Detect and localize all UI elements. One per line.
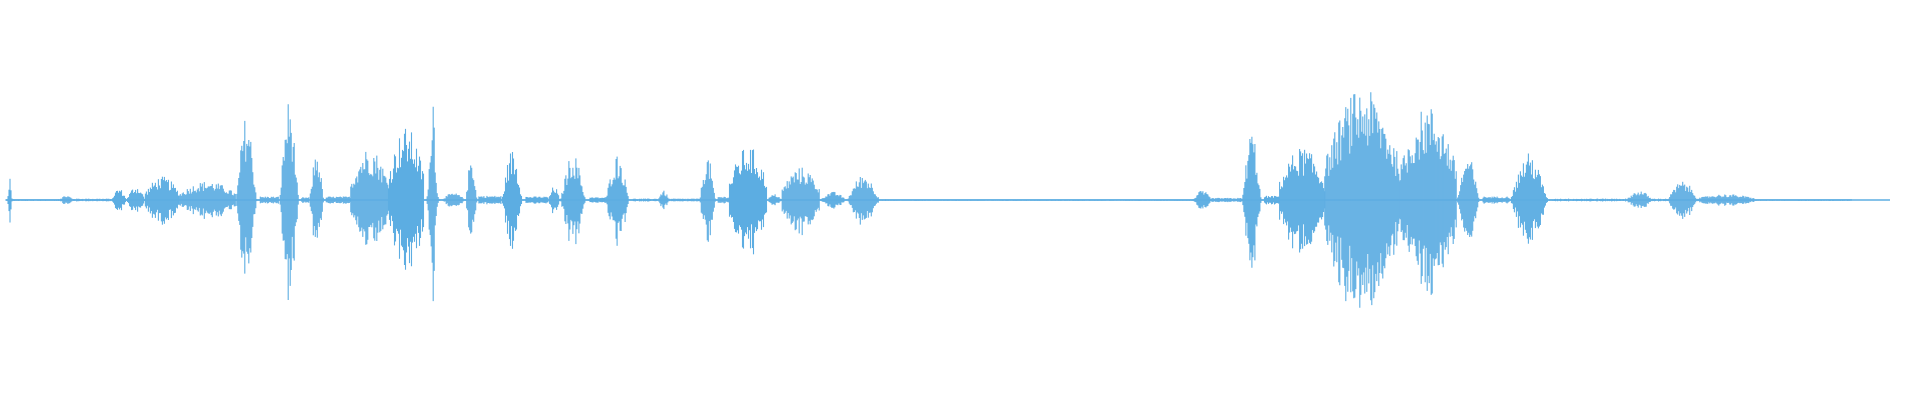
waveform-bars <box>5 92 1852 308</box>
